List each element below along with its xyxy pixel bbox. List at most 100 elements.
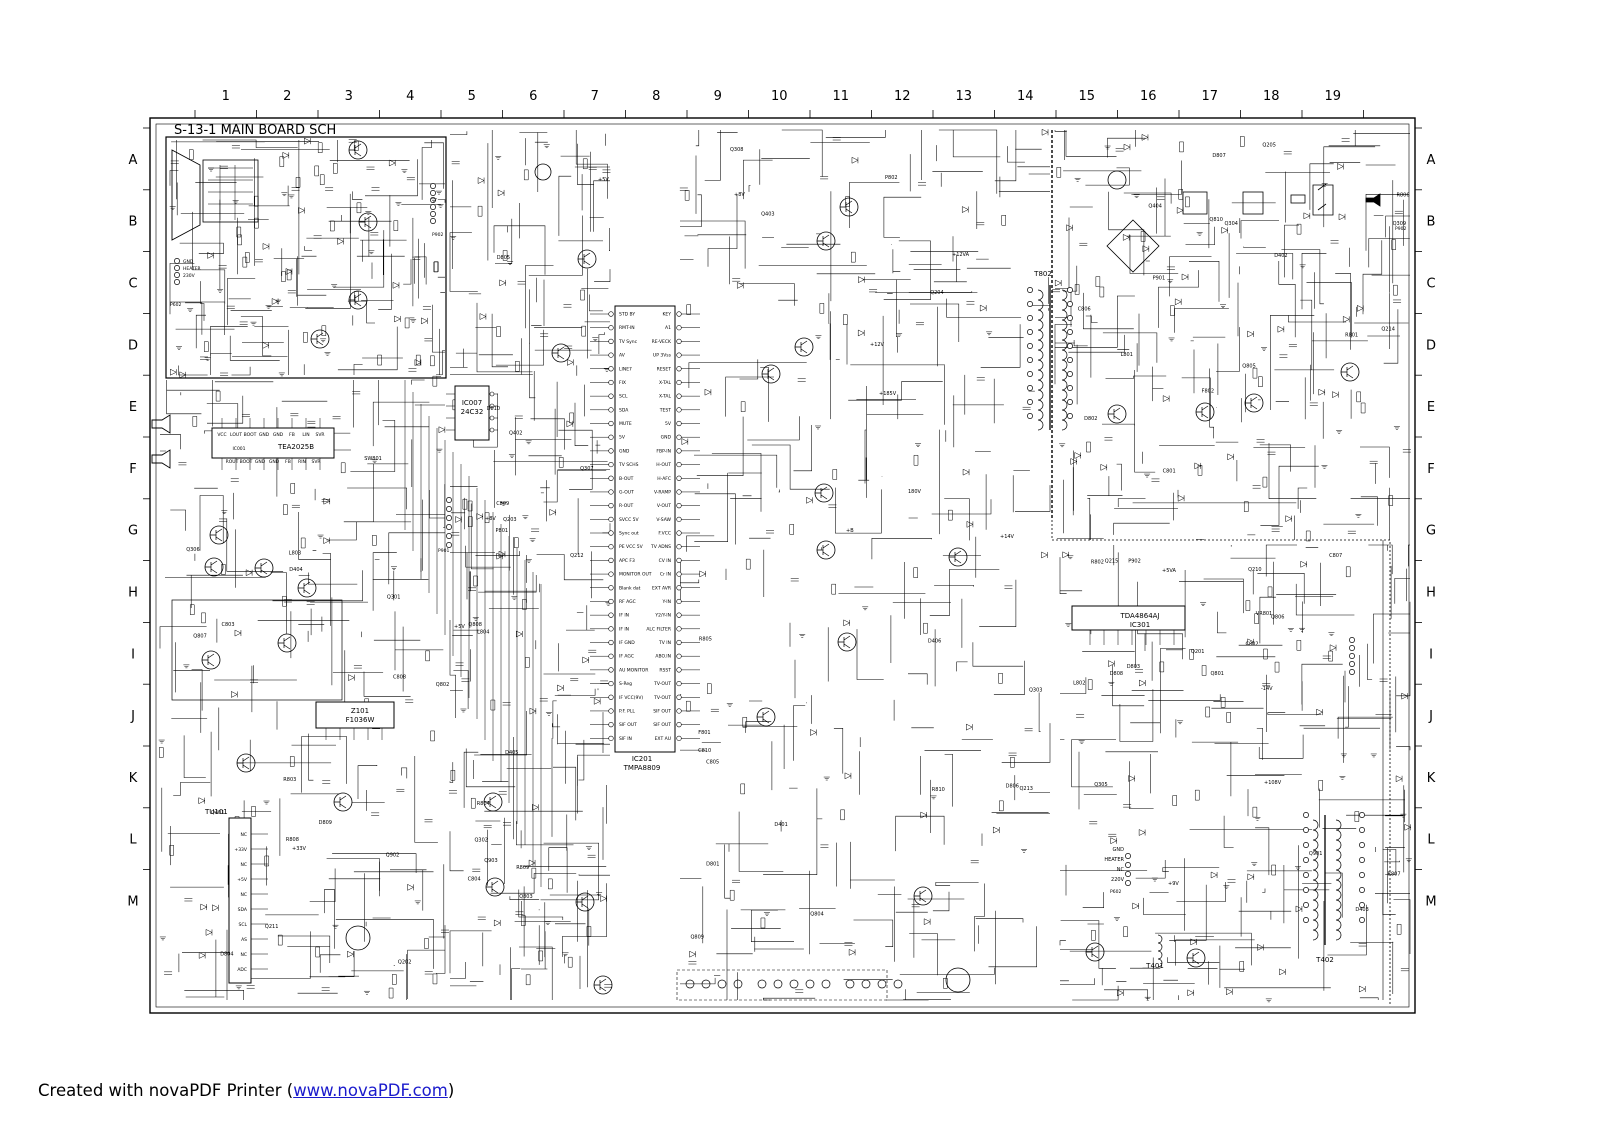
row-label-right-D: D (1426, 338, 1436, 353)
component-ref-label: Q305 (1094, 782, 1107, 788)
ic201-pin-label-right: CV IN (659, 558, 671, 564)
column-label-2: 2 (283, 89, 291, 104)
connector-t802-pin (1027, 287, 1033, 293)
transistor-leads (817, 543, 830, 557)
tu101-pin-label: +33V (234, 847, 247, 853)
component-ref-label: R809 (516, 865, 529, 871)
ic201-pin-label-left: PE VCC 5V (619, 544, 644, 550)
transistor-leads (278, 636, 291, 650)
ic201-pin-label-left: 5V (619, 435, 626, 441)
ic201-pin (676, 571, 682, 577)
ic201-pin (608, 722, 614, 728)
component-ref-label: Q203 (503, 517, 516, 523)
component-ref-label: D405 (505, 750, 518, 756)
ic201-pin (608, 626, 614, 632)
ic201-pin (676, 420, 682, 427)
ic201-pin-label-right: TV IN (658, 640, 671, 646)
keypad-switch (789, 979, 799, 989)
component-ref-label: L801 (1121, 352, 1133, 358)
transistor-leads (840, 200, 853, 214)
av-jack (345, 925, 371, 951)
component-ref-label: P902 (1128, 559, 1141, 565)
component-ref-label: Q205 (1262, 143, 1275, 149)
connector-fbt-pin (1303, 917, 1309, 923)
ic201-pin (608, 680, 614, 687)
component-ref-label: R810 (932, 787, 945, 793)
row-label-left-F: F (129, 462, 136, 477)
ic201-pin-label-right: TV-OUT (653, 681, 671, 687)
component-ref-label: Q214 (1381, 327, 1394, 333)
ic201-pin-label-right: V-OUT (657, 503, 671, 509)
ic201-pin-label-left: GND (619, 448, 630, 454)
ic201-pin-label-left: LINE7 (619, 366, 632, 372)
ic201-pin-label-left: P.F. PLL (619, 708, 635, 714)
ic001-pin-top: GND (259, 432, 270, 438)
ic201-pin (608, 530, 614, 536)
row-label-right-K: K (1427, 771, 1436, 786)
ic201-pin-label-left: SIF OUT (619, 722, 637, 728)
transistor-leads (838, 635, 851, 649)
connector-p602-pin (174, 265, 180, 271)
p602-label: 220V (1111, 877, 1125, 883)
component-ref-label: D808 (1110, 671, 1123, 677)
ic007-body (454, 385, 490, 441)
supply-rail-label: +B (846, 528, 854, 534)
connector-yoke-pin (1349, 669, 1355, 675)
transformer-T402-primary (1312, 819, 1319, 941)
ic201-pin (676, 461, 682, 468)
ic201-pin (608, 325, 614, 331)
line-filter (1242, 191, 1264, 215)
ic001-pin-bottom: RIN (298, 459, 306, 465)
component-ref-label: Q202 (398, 960, 411, 966)
component-ref-label: Q213 (1020, 786, 1033, 792)
footer-suffix: ) (447, 1081, 455, 1100)
component-ref-label: D403 (1355, 907, 1368, 913)
line-filter (1182, 191, 1208, 215)
row-label-right-C: C (1426, 277, 1435, 292)
tu101-pin-label: NC (240, 862, 247, 868)
transistor-leads (552, 346, 565, 360)
column-label-13: 13 (955, 89, 972, 104)
component-ref-label: R803 (283, 777, 296, 783)
component-ref-label: Q810 (1209, 217, 1222, 223)
connector-p902-pin (430, 211, 436, 217)
ic007-pin (489, 391, 495, 397)
ic201-pin-label-left: STD BY (619, 312, 635, 318)
transistor-leads (1341, 365, 1354, 379)
ic201-pin (676, 503, 682, 509)
z101-ref: Z101 (351, 707, 369, 715)
connector-t802-pin (1067, 301, 1073, 307)
ic201-pin-label-left: R-OUT (619, 503, 634, 509)
transformer-t802-label: T802 (1033, 270, 1052, 278)
ic201-pin-label-right: X-TAL (659, 394, 672, 400)
column-label-15: 15 (1078, 89, 1095, 104)
ic201-pin-label-left: MUTE (619, 421, 632, 427)
p602-label: GND (1113, 847, 1125, 853)
connector-fbt-pin (1303, 887, 1309, 893)
p701-ref: P901 (438, 548, 449, 554)
column-label-12: 12 (894, 89, 911, 104)
keypad-switch (821, 979, 831, 989)
component-ref-label: Q309 (1393, 221, 1406, 227)
supply-rail-label: +5VA (1162, 568, 1176, 574)
transformer-T802-primary (1037, 289, 1044, 431)
transistor-leads (255, 561, 268, 575)
row-label-left-I: I (131, 647, 135, 662)
ic201-pin-label-left: Blank dat (619, 585, 641, 591)
connector-t802-pin (1067, 399, 1073, 405)
ic201-pin-label-right: A1 (665, 325, 671, 331)
p602-top-ref: P602 (170, 302, 181, 308)
component-ref-label: R808 (286, 837, 299, 843)
ic001-pin-bottom: GND (255, 459, 266, 465)
ic201-pin (608, 420, 614, 427)
supply-rail-label: +5V (598, 177, 609, 183)
column-label-6: 6 (529, 89, 537, 104)
ic201-pin-label-left: Sync out (619, 531, 639, 537)
component-ref-label: C803 (222, 622, 235, 628)
transformer-T802-secondary (1061, 289, 1068, 431)
component-ref-label: R801 (1345, 333, 1358, 339)
connector-p902-pin (430, 218, 436, 224)
connector-t802-pin (1067, 315, 1073, 321)
ic201-pin-label-left: SCL (619, 394, 628, 400)
footer-link[interactable]: www.novaPDF.com (293, 1081, 448, 1100)
